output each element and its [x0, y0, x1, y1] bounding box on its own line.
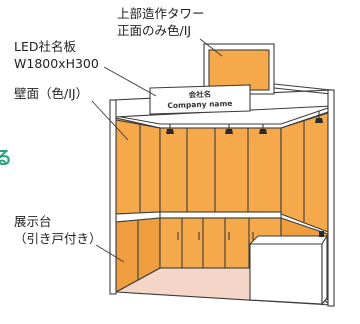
- display-stand-top-back: [159, 211, 282, 219]
- counter-front: [249, 243, 323, 305]
- led-company-sign: 会社名 Company name: [149, 84, 251, 115]
- front-left-post: [109, 99, 117, 295]
- tower-label-line1: 上部造作タワー: [117, 6, 205, 21]
- led-sign-label-line1: LED社名板: [14, 39, 76, 54]
- display-stand-leader-line: [95, 244, 125, 263]
- edge-text-fragment: る: [0, 148, 12, 169]
- front-right-post: [327, 89, 335, 307]
- counter-top: [248, 235, 328, 245]
- reception-counter: [248, 231, 328, 306]
- spotlight-icon: [166, 124, 174, 134]
- back-top-beam-outer: [115, 107, 329, 125]
- tower-leader-line: [199, 38, 223, 57]
- tower-side-beam-upper: [273, 83, 332, 91]
- led-sign-leader-line: [103, 66, 157, 97]
- spotlight-icon: [259, 124, 267, 134]
- counter-side: [321, 234, 328, 306]
- counter-item-icon: [319, 231, 324, 237]
- tower-label-line2: 正面のみ色/IJ: [117, 23, 191, 38]
- back-wall-upper: [159, 127, 282, 213]
- left-wall-upper: [115, 117, 161, 215]
- display-stand-label-line1: 展示台: [14, 214, 52, 229]
- wall-label: 壁面（色/IJ）: [14, 86, 88, 101]
- sign-company-name-jp: 会社名: [188, 89, 211, 100]
- sign-board: [149, 84, 251, 115]
- display-stand-label-line2: （引き戸付き）: [14, 231, 102, 246]
- spotlight-icon: [315, 111, 323, 123]
- spotlight-icon: [225, 124, 233, 134]
- wall-leader-line: [91, 100, 129, 141]
- back-top-beam-inner: [115, 111, 329, 129]
- upper-tower-panel: [208, 49, 270, 91]
- sign-company-name-en: Company name: [167, 99, 232, 110]
- tower-side-beam-lower: [273, 87, 332, 95]
- led-sign-label-line2: W1800xH300: [14, 56, 99, 71]
